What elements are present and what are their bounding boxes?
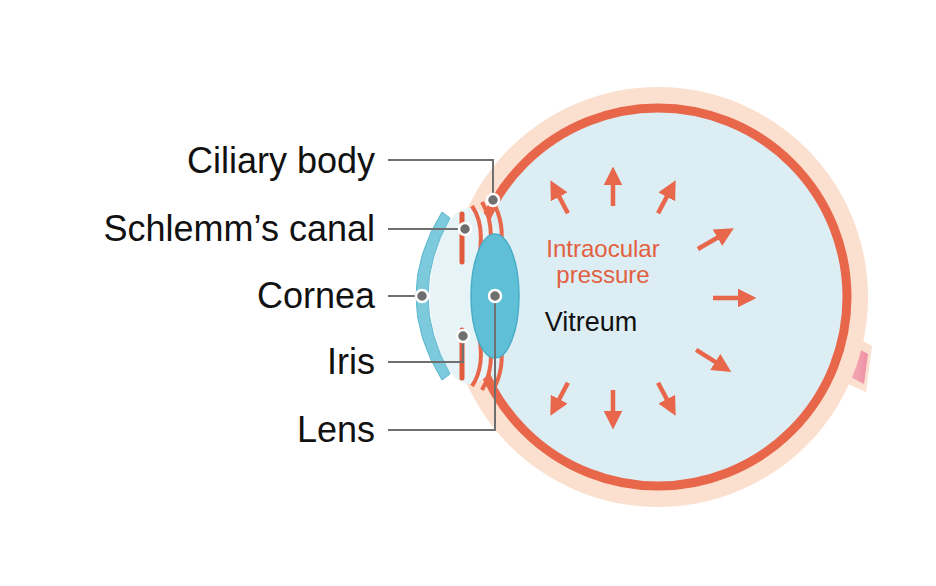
pressure-arrow (611, 176, 616, 206)
pressure-arrows (555, 176, 747, 420)
pressure-arrow (658, 383, 671, 408)
pressure-arrow (611, 390, 616, 420)
pressure-arrow (658, 189, 671, 214)
leader-dots (416, 194, 501, 342)
part-label: Iris (327, 342, 375, 382)
pressure-label: Intraocular pressure (528, 236, 678, 289)
choroid-ring (469, 108, 847, 486)
pressure-arrow (696, 350, 723, 367)
pressure-arrow (698, 233, 726, 249)
cornea (416, 212, 450, 380)
region-label: Vitreum (545, 308, 638, 338)
pressure-arrow (713, 296, 747, 301)
sclera (448, 87, 868, 507)
leader-lines (388, 160, 495, 430)
pressure-arrow (555, 383, 568, 408)
part-label: Ciliary body (187, 141, 375, 181)
part-label: Cornea (257, 276, 375, 316)
pressure-arrow (555, 189, 568, 214)
part-label: Schlemm’s canal (104, 209, 375, 249)
part-label: Lens (297, 410, 375, 450)
